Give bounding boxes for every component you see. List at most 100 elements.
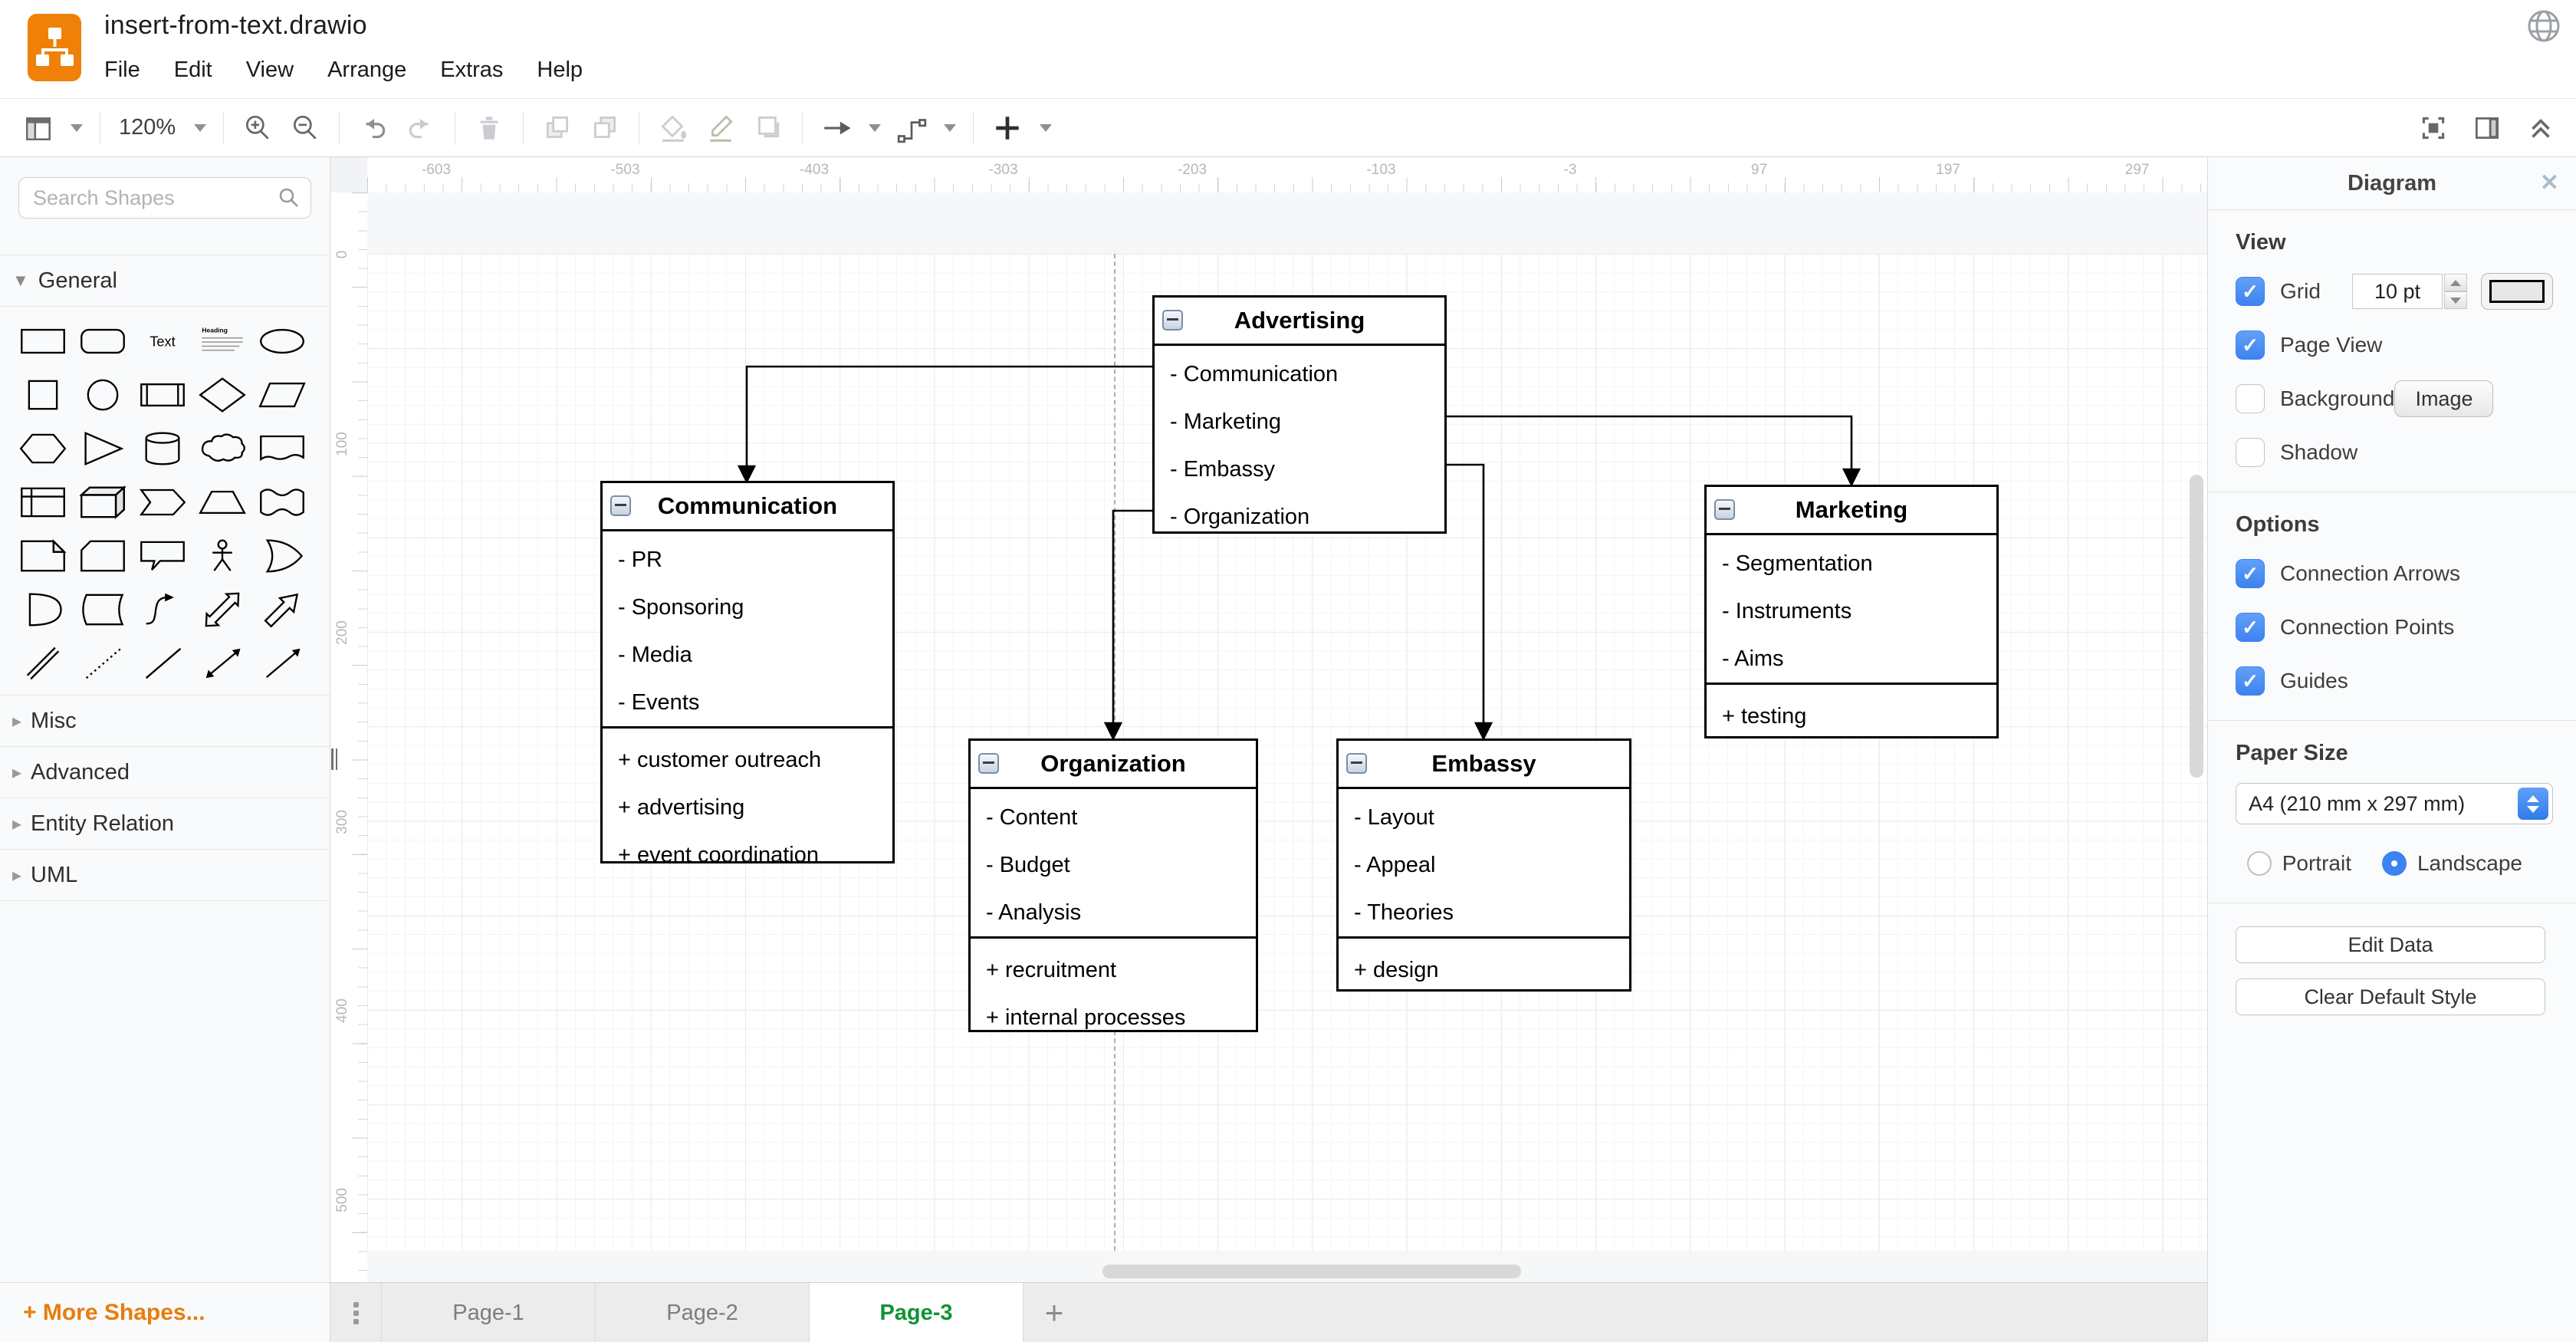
shape-process[interactable] (133, 371, 192, 419)
uml-class-marketing[interactable]: Marketing- Segmentation- Instruments- Ai… (1704, 485, 1999, 738)
waypoints-caret-icon[interactable] (944, 123, 957, 132)
grid-checkbox[interactable] (2236, 277, 2265, 306)
sidebar-section-entity-relation[interactable]: ▸Entity Relation (0, 798, 330, 850)
sidebar-section-advanced[interactable]: ▸Advanced (0, 747, 330, 798)
collapse-icon[interactable] (610, 495, 631, 516)
edit-data-button[interactable]: Edit Data (2236, 926, 2545, 963)
sidebar-section-misc[interactable]: ▸Misc (0, 696, 330, 747)
shape-internal-storage[interactable] (14, 479, 72, 526)
shape-data-storage[interactable] (74, 586, 132, 633)
collapse-icon[interactable] (978, 753, 999, 774)
shape-textbox[interactable]: Heading (193, 317, 251, 365)
shape-card[interactable] (74, 532, 132, 580)
grid-size-input[interactable] (2352, 274, 2443, 309)
shadow-icon[interactable] (751, 111, 785, 145)
landscape-radio[interactable] (2381, 851, 2407, 876)
menu-edit[interactable]: Edit (173, 58, 212, 82)
view-mode-caret-icon[interactable] (71, 123, 83, 132)
clear-default-style-button[interactable]: Clear Default Style (2236, 979, 2545, 1015)
uml-class-advertising[interactable]: Advertising- Communication- Marketing- E… (1152, 295, 1447, 534)
tab-page-3[interactable]: Page-3 (810, 1283, 1024, 1342)
edge-advertising-embassy[interactable] (1447, 463, 1493, 741)
shape-tape[interactable] (253, 479, 311, 526)
edge-advertising-communication[interactable] (737, 365, 1152, 484)
shape-dotted-line[interactable] (74, 640, 132, 687)
shape-text[interactable]: Text (133, 317, 192, 365)
to-back-icon[interactable] (588, 111, 622, 145)
shape-arrow[interactable] (253, 586, 311, 633)
shape-ellipse[interactable] (253, 317, 311, 365)
pages-menu-icon[interactable] (330, 1283, 382, 1342)
waypoints-icon[interactable] (895, 111, 928, 145)
grid-size-stepper[interactable] (2444, 274, 2467, 309)
menu-file[interactable]: File (104, 58, 140, 82)
zoom-in-icon[interactable] (241, 111, 274, 145)
guides-checkbox[interactable] (2236, 666, 2265, 696)
shape-actor[interactable] (193, 532, 251, 580)
shape-cube[interactable] (74, 479, 132, 526)
fullscreen-icon[interactable] (2417, 111, 2450, 145)
zoom-caret-icon[interactable] (194, 123, 207, 132)
undo-icon[interactable] (356, 111, 390, 145)
menu-view[interactable]: View (245, 58, 294, 82)
zoom-out-icon[interactable] (288, 111, 322, 145)
horizontal-scrollbar[interactable] (1102, 1265, 1521, 1278)
shape-parallelogram[interactable] (253, 371, 311, 419)
language-globe-icon[interactable] (2525, 8, 2562, 44)
grid-color-button[interactable] (2481, 273, 2553, 310)
zoom-level-label[interactable]: 120% (119, 115, 176, 140)
shape-circle[interactable] (74, 371, 132, 419)
shape-bidirectional-connector[interactable] (193, 640, 251, 687)
shape-diamond[interactable] (193, 371, 251, 419)
shape-curve[interactable] (133, 586, 192, 633)
shape-note[interactable] (14, 532, 72, 580)
paper-size-select[interactable]: A4 (210 mm x 297 mm) (2236, 783, 2553, 824)
tab-page-1[interactable]: Page-1 (382, 1283, 596, 1342)
shape-rounded-rectangle[interactable] (74, 317, 132, 365)
tab-page-2[interactable]: Page-2 (596, 1283, 810, 1342)
insert-caret-icon[interactable] (1040, 123, 1053, 132)
shape-link[interactable] (14, 640, 72, 687)
background-image-button[interactable]: Image (2394, 380, 2494, 417)
sidebar-section-uml[interactable]: ▸UML (0, 850, 330, 901)
shape-triangle[interactable] (74, 425, 132, 472)
vertical-scrollbar[interactable] (2190, 475, 2203, 778)
page-view-checkbox[interactable] (2236, 331, 2265, 360)
uml-class-communication[interactable]: Communication- PR- Sponsoring- Media- Ev… (600, 481, 895, 867)
shadow-checkbox[interactable] (2236, 438, 2265, 467)
shape-line[interactable] (133, 640, 192, 687)
background-checkbox[interactable] (2236, 384, 2265, 413)
line-color-icon[interactable] (704, 111, 738, 145)
menu-arrange[interactable]: Arrange (327, 58, 407, 82)
format-panel-toggle-icon[interactable] (2470, 111, 2504, 145)
shape-step[interactable] (133, 479, 192, 526)
menu-help[interactable]: Help (537, 58, 583, 82)
shape-trapezoid[interactable] (193, 479, 251, 526)
connection-caret-icon[interactable] (869, 123, 882, 132)
shape-cylinder[interactable] (133, 425, 192, 472)
shape-directional-connector[interactable] (253, 640, 311, 687)
edge-advertising-organization[interactable] (1103, 509, 1152, 741)
menu-extras[interactable]: Extras (440, 58, 504, 82)
collapse-icon[interactable] (1714, 499, 1735, 520)
uml-class-embassy[interactable]: Embassy- Layout- Appeal- Theories+ desig… (1336, 738, 1631, 992)
close-icon[interactable]: ✕ (2539, 170, 2559, 196)
edge-advertising-marketing[interactable] (1447, 415, 1861, 487)
shape-and[interactable] (14, 586, 72, 633)
shape-hexagon[interactable] (14, 425, 72, 472)
portrait-radio[interactable] (2246, 851, 2272, 876)
view-mode-icon[interactable] (21, 111, 55, 145)
collapse-icon[interactable] (1346, 753, 1367, 774)
add-page-button[interactable]: + (1044, 1294, 1064, 1330)
collapse-toolbar-icon[interactable] (2524, 111, 2558, 145)
shape-bidirectional-arrow[interactable] (193, 586, 251, 633)
uml-class-organization[interactable]: Organization- Content- Budget- Analysis+… (968, 738, 1258, 1032)
shape-square[interactable] (14, 371, 72, 419)
diagram-viewport[interactable]: Advertising- Communication- Marketing- E… (367, 192, 2207, 1283)
redo-icon[interactable] (404, 111, 438, 145)
more-shapes-button[interactable]: + More Shapes... (0, 1282, 330, 1342)
shape-document[interactable] (253, 425, 311, 472)
insert-icon[interactable] (991, 111, 1024, 145)
shape-cloud[interactable] (193, 425, 251, 472)
fill-color-icon[interactable] (656, 111, 690, 145)
